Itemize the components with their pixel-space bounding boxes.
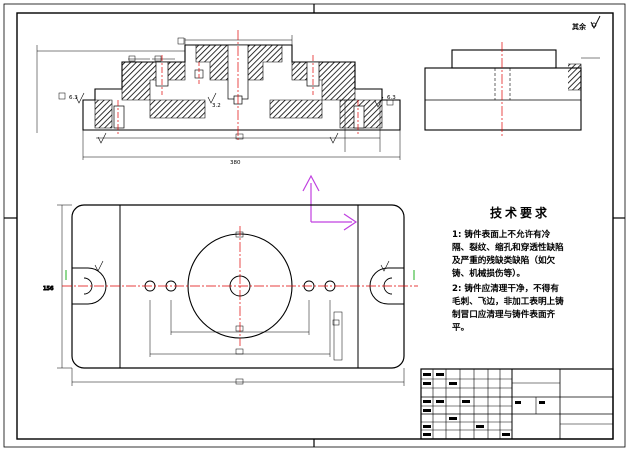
front-view-centerlines	[117, 30, 359, 142]
finish-right: 6.3	[387, 95, 396, 101]
surface-finish-callouts	[75, 92, 384, 144]
plan-view: 156	[43, 204, 405, 386]
tech-req-line-4: 铸、机械损伤等）。	[452, 267, 525, 279]
datum-marker-icon	[65, 270, 415, 280]
tech-req-line-6: 毛刺、飞边，非加工表明上铸	[452, 295, 564, 307]
finish-left: 6.3	[69, 95, 78, 101]
tech-req-line-8: 平。	[452, 322, 469, 333]
plan-view-centerlines	[62, 226, 418, 346]
overall-length-dim: 380	[230, 160, 241, 166]
tech-req-line-5: 2: 铸件应清理干净，不得有	[452, 282, 559, 294]
tech-req-line-2: 隔、裂纹、缩孔和穿透性缺陷	[452, 241, 564, 253]
tech-req-line-1: 1: 铸件表面上不允许有冷	[452, 228, 551, 240]
front-section-view	[36, 35, 401, 160]
tech-req-line-3: 及严重的残缺类缺陷（如欠	[452, 254, 556, 266]
tech-req-line-7: 制冒口应清理与铸件表面齐	[452, 308, 556, 320]
tech-req-title: 技术要求	[490, 205, 550, 220]
side-view	[424, 49, 600, 131]
inner-frame	[16, 12, 614, 440]
finish-small: 3.2	[212, 103, 221, 109]
axis-marker-icon	[302, 174, 358, 231]
roughness-symbol-icon: 其余	[572, 15, 601, 31]
technical-requirements: 技术要求 1: 铸件表面上不允许有冷 隔、裂纹、缩孔和穿透性缺陷 及严重的残缺类…	[452, 205, 564, 333]
overall-width-dim: 156	[43, 286, 54, 292]
title-block	[420, 368, 614, 440]
roughness-note: 其余	[572, 22, 587, 31]
